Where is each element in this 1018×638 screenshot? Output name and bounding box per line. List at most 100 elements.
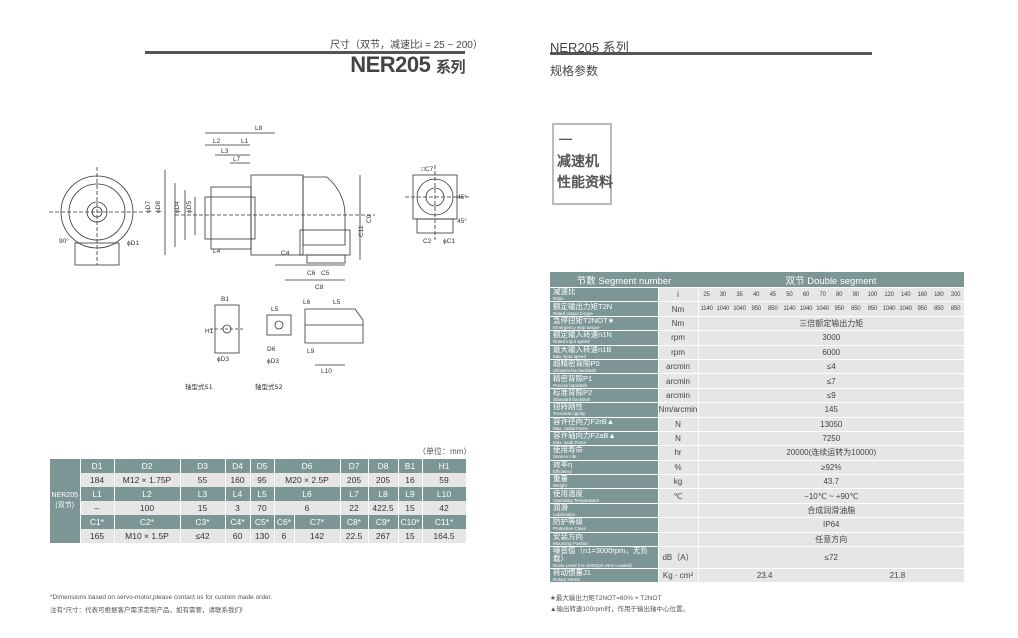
ratio-value: 120 [880,287,898,303]
param-unit: Nm [657,301,699,317]
left-title-suffix: 系列 [435,59,466,76]
dim-label-D4: ϕD4 [174,201,181,213]
ratio-value: 30 [714,287,732,303]
dimension-cell: 164.5 [422,529,467,543]
dim-label-C6: C6 [307,270,316,277]
param-name-cell: 容许轴向力F2aB▲Max. axial Force [550,431,658,447]
technical-drawing: L8 L2 L1 L3 L7 ϕD7 ϕD8 ϕD4 ϕD5 ϕD1 90° C… [49,125,470,391]
dimension-cell: L6 [274,487,341,501]
param-name-en: Ultraprecise backlash [553,368,597,374]
param-name-cn: 容许径向力F2rB▲ [553,416,615,426]
right-title-rule [550,52,872,55]
torque-value: 850 [847,301,865,317]
param-name-cn: 精密背隙P1 [553,373,593,383]
dimension-cell: C10* [398,515,423,529]
torque-value: 850 [764,301,782,317]
param-name-en: Precise backlash [553,382,588,388]
spec-value: 三倍额定输出力矩 [698,316,964,332]
torque-value: 1140 [698,301,715,317]
ratio-value: 100 [864,287,881,303]
dimension-cell: D2 [114,459,181,473]
torque-value: 1040 [731,301,748,317]
dimension-cell: 205 [340,473,369,487]
param-name-cn: 扭转刚性 [553,402,583,412]
dimension-table-row: C1*C2*C3*C4*C5*C6*C7*C8*C9*C10*C11* [50,515,467,529]
ratio-value: 40 [747,287,765,303]
spec-value: 合成润滑油脂 [698,503,964,519]
torque-value: 1040 [880,301,898,317]
torque-value: 850 [864,301,881,317]
right-page-subtitle: 规格参数 [550,64,599,78]
dim-label-H1: H1 [205,328,214,335]
shaft-type-s2-label: 轴型式S2 [255,382,283,391]
param-name-cn: 重量 [553,474,568,484]
param-unit: rpm [657,345,699,360]
dim-label-L9: L9 [307,348,315,355]
param-unit: hr [657,445,699,461]
dimension-cell: L3 [180,487,226,501]
param-name-cn: 减速比 [553,287,576,297]
dimension-cell: 142 [294,529,341,543]
dimension-cell: 42 [422,501,467,515]
dimension-cell: 16 [398,473,423,487]
dimension-cell: C5* [250,515,275,529]
param-unit: arcmin [657,388,699,404]
param-name-en: Max. axial Force [553,440,587,446]
dimension-cell: 165 [80,529,115,543]
footnote-english: *Dimensions based on servo-motor,please … [50,594,273,601]
param-name-cn: 额定输出力矩T2N [553,301,613,311]
param-unit: Nm [657,316,699,332]
dimension-cell: M10 × 1.5P [114,529,181,543]
dimension-cell: L5 [250,487,275,501]
param-name-en: Ratio [553,296,564,302]
dimension-cell: L10 [422,487,467,501]
spec-row: 噪音值（n1=3000rpm，无负载）Noise Level (n1=3000r… [550,546,964,570]
param-name-en: Max input speed [553,353,587,359]
dimension-cell: C9* [368,515,399,529]
ratio-value: 60 [797,287,815,303]
torque-value: 950 [830,301,848,317]
dimension-cell: C11* [422,515,467,529]
dimension-cell: 70 [250,501,275,515]
dimension-cell: B1 [398,459,423,473]
dimension-cell: D8 [368,459,399,473]
dimension-model-sub: (双节) [55,502,75,509]
param-name-en: Rotary inertia [553,577,580,583]
spec-head-segment: 节数 Segment number [550,272,699,288]
param-name-cn: 额定输入转速n1N [553,330,612,340]
param-name-en: Noise Level (n1=3000rpm,Non Loaded) [553,563,632,569]
param-name-cn: 防护等级 [553,517,583,527]
dimension-cell: 22 [340,501,369,515]
dimension-cell: 130 [250,529,275,543]
param-name-en: Rated output torque [553,310,593,316]
dimension-cell: D1 [80,459,115,473]
dim-label-C7: □C7 [421,166,434,173]
dimension-cell: 3 [225,501,251,515]
dim-label-L5: L5 [333,299,341,306]
dim-label-90deg: 90° [59,237,69,245]
dimension-cell: 95 [250,473,275,487]
param-unit: % [657,460,699,476]
dimension-cell: D5 [250,459,275,473]
torque-value: 1040 [714,301,732,317]
param-name-en: Mounting Position [553,540,589,546]
